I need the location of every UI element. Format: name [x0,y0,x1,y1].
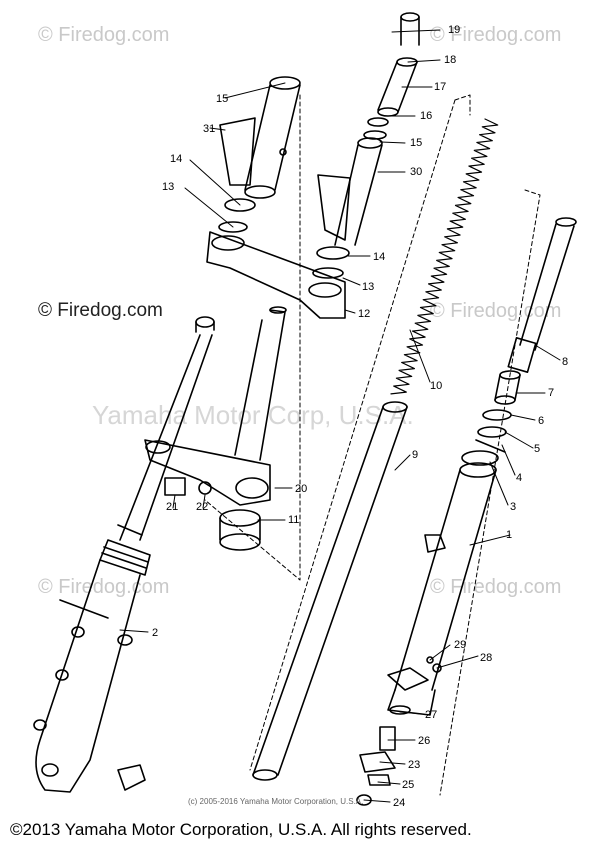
callout-30: 30 [410,166,423,178]
small-hardware [356,656,442,806]
cap-bolt-assembly [363,12,420,140]
seal-3 [461,450,499,466]
handlebar-holder-30 [317,137,383,246]
watermark-top-right: © Firedog.com [430,24,562,46]
fork-spring-10 [390,118,499,395]
callout-27: 27 [425,709,438,721]
inner-tube-9 [252,401,408,781]
dashed-guide-left [204,94,301,581]
ring-5 [477,426,507,438]
washer-14-left [224,198,256,212]
damper-rod-8 [507,217,577,373]
callout-17: 17 [434,81,447,93]
watermark-bottom-left: © Firedog.com [38,576,170,598]
dust-seal-11 [219,509,261,551]
callout-18: 18 [444,54,457,66]
callout-11: 11 [288,514,300,526]
callout-20: 20 [295,483,308,495]
callout-28: 28 [480,652,493,664]
callout-21: 21 [166,501,179,513]
callout-13-right: 13 [362,281,375,293]
upper-bracket-12 [206,231,346,319]
callout-3: 3 [510,501,517,513]
callout-6: 6 [538,415,545,427]
callout-16: 16 [420,110,433,122]
dashed-guide-spring [249,94,471,771]
bolt-21 [164,477,186,496]
callout-24: 24 [393,797,406,809]
washer-22 [198,481,212,495]
watermark-top-left: © Firedog.com [38,24,170,46]
callout-26: 26 [418,735,431,747]
ring-6 [482,409,512,421]
callout-29: 29 [454,639,467,651]
callout-14-left: 14 [170,153,183,165]
handlebar-holder-31 [219,76,301,199]
watermark-yamaha: Yamaha Motor Corp, U.S.A. [92,400,414,430]
watermark-middle-left: © Firedog.com [38,300,163,321]
left-fork-leg [33,316,215,793]
callout-5: 5 [534,443,541,455]
callout-1: 1 [506,529,513,541]
washer-13-right [312,267,344,279]
callout-8: 8 [562,356,569,368]
callout-19: 19 [448,24,461,36]
callout-7: 7 [548,387,555,399]
callout-31: 31 [203,123,216,135]
callout-9: 9 [412,449,419,461]
callout-15-left: 15 [216,93,229,105]
small-copyright: (c) 2005-2016 Yamaha Motor Corporation, … [188,797,364,806]
dashed-guide-right [439,189,541,796]
spring-4 [475,439,506,453]
callout-25: 25 [402,779,415,791]
callout-15-right: 15 [410,137,423,149]
leader-lines [119,29,561,803]
piston-ring-7 [494,370,521,405]
callout-2: 2 [152,627,159,639]
callout-12: 12 [358,308,371,320]
callout-13-left: 13 [162,181,175,193]
callout-4: 4 [516,472,523,484]
drain-cap [117,764,146,791]
outer-tube-1 [387,462,497,716]
callout-22: 22 [196,501,209,513]
callout-23: 23 [408,759,421,771]
callout-10: 10 [430,380,443,392]
copyright-notice: ©2013 Yamaha Motor Corporation, U.S.A. A… [10,820,472,839]
washer-13-left [218,221,248,233]
callout-14-right: 14 [373,251,386,263]
washer-14-right [316,246,350,260]
steering-stem-20 [144,306,287,506]
